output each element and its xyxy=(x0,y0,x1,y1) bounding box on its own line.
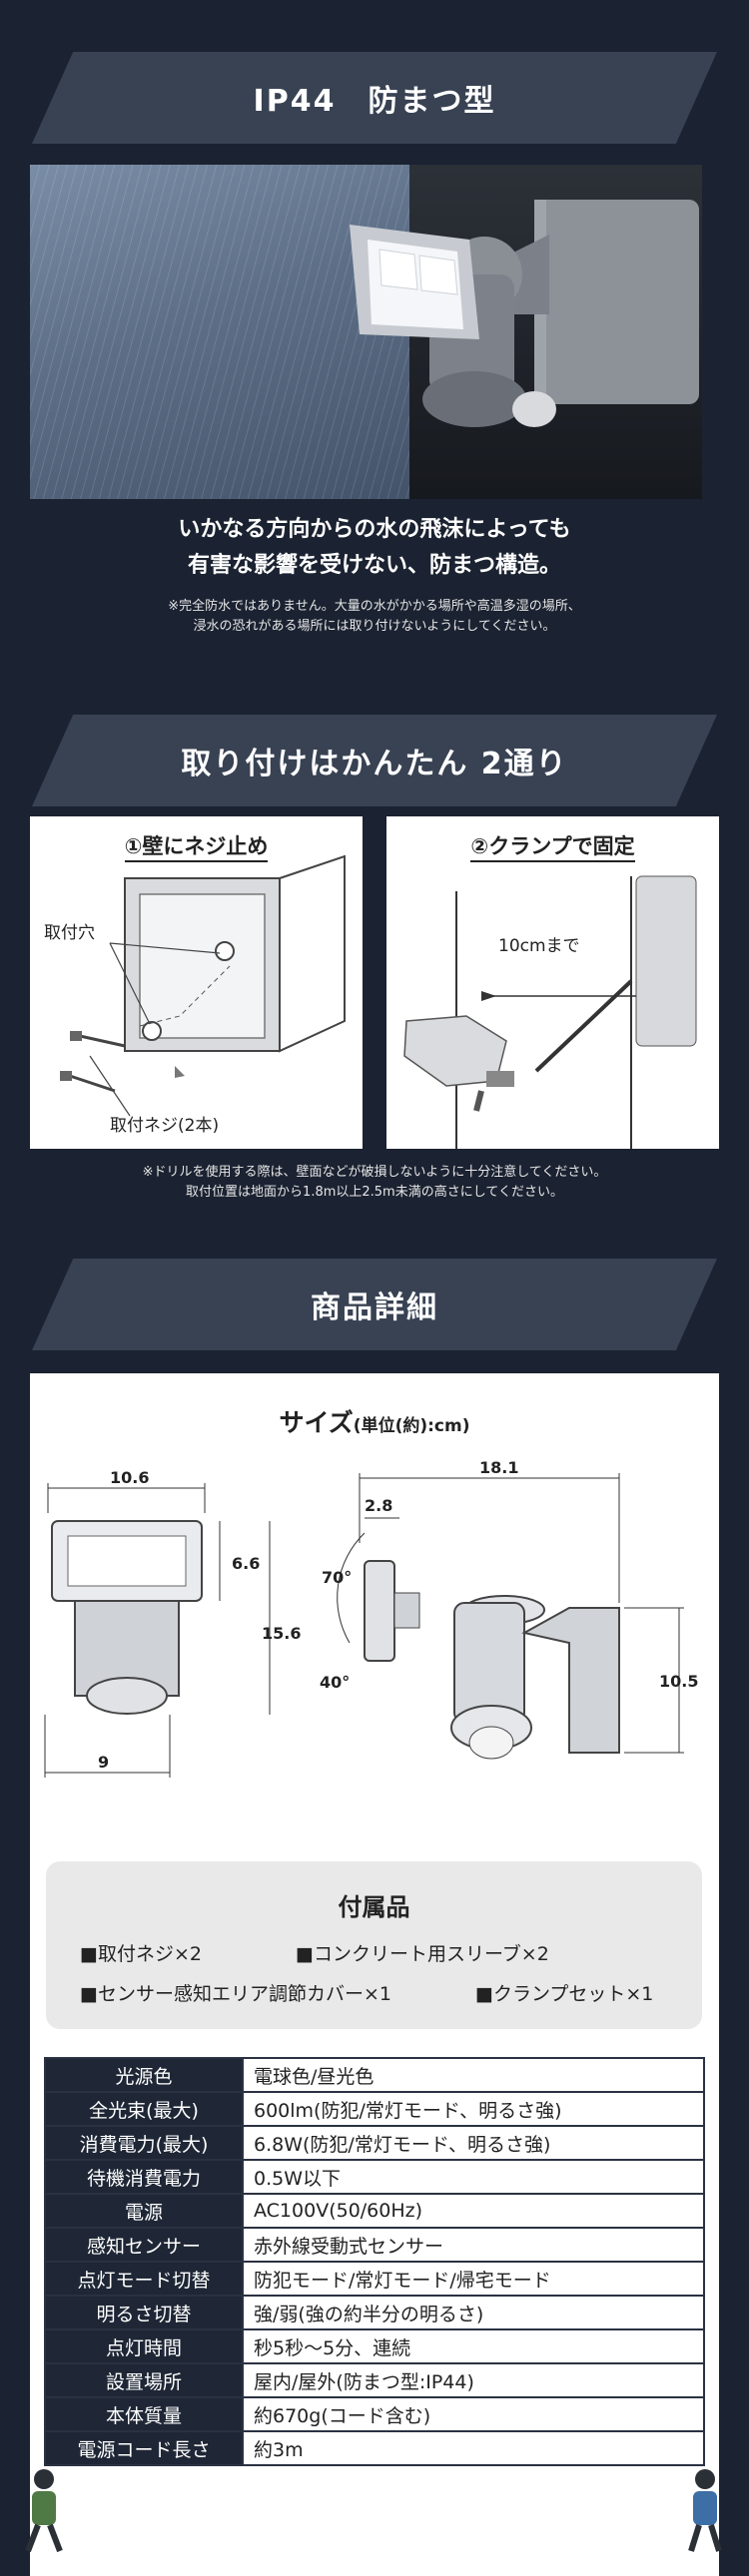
table-row: 明るさ切替強/弱(強の約半分の明るさ) xyxy=(44,2295,705,2330)
table-row: 本体質量約670g(コード含む) xyxy=(44,2396,705,2432)
rain-background xyxy=(30,165,409,499)
person-left-illustration xyxy=(25,2469,63,2553)
wall-screw-illustration xyxy=(60,854,346,1117)
spec-value: 秒5秒〜5分、連続 xyxy=(242,2328,705,2364)
method1-card: ①壁にネジ止め 取付穴 取付ネジ(2本) xyxy=(30,816,363,1149)
spec-key: 電源 xyxy=(44,2193,244,2229)
clamp-illustration xyxy=(403,875,697,1149)
dim-front-face-height: 6.6 xyxy=(232,1554,260,1573)
spec-value: 約670g(コード含む) xyxy=(242,2396,705,2432)
spec-table: 光源色電球色/昼光色 全光束(最大)600lm(防犯/常灯モード、明るさ強) 消… xyxy=(44,2057,705,2466)
spec-value: 0.5W以下 xyxy=(242,2159,705,2195)
method1-title: ①壁にネジ止め xyxy=(124,834,269,862)
spec-key: 電源コード長さ xyxy=(44,2430,244,2466)
dimension-diagram: 10.6 6.6 15.6 9 18.1 2.8 70° 40° 10.5 xyxy=(44,1458,698,1778)
install-note: ※ドリルを使用する際は、壁面などが破損しないように十分注意してください。 取付位… xyxy=(0,1163,749,1203)
dim-front-total-height: 15.6 xyxy=(262,1624,301,1643)
person-right-illustration xyxy=(688,2469,722,2552)
ip44-note: ※完全防水ではありません。大量の水がかかる場所や高温多湿の場所、 浸水の恐れがあ… xyxy=(0,597,749,637)
spec-value: 6.8W(防犯/常灯モード、明るさ強) xyxy=(242,2125,705,2161)
size-title: サイズ xyxy=(279,1408,354,1437)
waterproof-photo xyxy=(30,165,702,499)
lead-line-2: 有害な影響を受けない、防まつ構造。 xyxy=(187,553,561,578)
spec-key: 消費電力(最大) xyxy=(44,2125,244,2161)
table-row: 全光束(最大)600lm(防犯/常灯モード、明るさ強) xyxy=(44,2091,705,2127)
dim-side-face-depth: 2.8 xyxy=(365,1496,392,1515)
table-row: 点灯モード切替防犯モード/常灯モード/帰宅モード xyxy=(44,2261,705,2297)
spec-key: 設置場所 xyxy=(44,2362,244,2398)
spec-value: 約3m xyxy=(242,2430,705,2466)
method1-hole-label: 取付穴 xyxy=(44,923,95,943)
accessory-item: ■コンクリート用スリーブ×2 xyxy=(296,1943,549,1965)
note-line-1: ※完全防水ではありません。大量の水がかかる場所や高温多湿の場所、 xyxy=(168,599,581,614)
spec-value: AC100V(50/60Hz) xyxy=(242,2193,705,2229)
table-row: 感知センサー赤外線受動式センサー xyxy=(44,2227,705,2263)
spec-key: 待機消費電力 xyxy=(44,2159,244,2195)
banner-installation: 取り付けはかんたん 2通り xyxy=(32,715,717,806)
spec-value: 強/弱(強の約半分の明るさ) xyxy=(242,2295,705,2330)
banner-ip44: IP44 防まつ型 xyxy=(32,52,717,144)
banner-title: IP44 防まつ型 xyxy=(253,84,496,119)
table-row: 光源色電球色/昼光色 xyxy=(44,2057,705,2093)
dim-front-width: 10.6 xyxy=(110,1468,149,1487)
ip44-lead: いかなる方向からの水の飛沫によっても 有害な影響を受けない、防まつ構造。 xyxy=(0,512,749,584)
accessories-title: 付属品 xyxy=(338,1893,410,1921)
banner-title: 取り付けはかんたん 2通り xyxy=(181,747,568,781)
dim-angle-up: 70° xyxy=(322,1568,352,1587)
accessory-item: ■取付ネジ×2 xyxy=(80,1943,202,1965)
table-row: 電源コード長さ約3m xyxy=(44,2430,705,2466)
spec-value: 600lm(防犯/常灯モード、明るさ強) xyxy=(242,2091,705,2127)
table-row: 点灯時間秒5秒〜5分、連続 xyxy=(44,2328,705,2364)
spec-key: 光源色 xyxy=(44,2057,244,2093)
dim-side-depth: 18.1 xyxy=(479,1458,518,1477)
lead-line-1: いかなる方向からの水の飛沫によっても xyxy=(178,517,571,542)
size-unit: (単位(約):cm) xyxy=(353,1416,470,1436)
spec-key: 点灯モード切替 xyxy=(44,2261,244,2297)
accessory-item: ■クランプセット×1 xyxy=(475,1983,654,2005)
accessory-item: ■センサー感知エリア調節カバー×1 xyxy=(80,1983,391,2005)
size-heading: サイズ(単位(約):cm) xyxy=(30,1403,719,1439)
table-row: 消費電力(最大)6.8W(防犯/常灯モード、明るさ強) xyxy=(44,2125,705,2161)
spec-key: 本体質量 xyxy=(44,2396,244,2432)
dim-angle-down: 40° xyxy=(320,1673,350,1692)
banner-title: 商品詳細 xyxy=(311,1290,438,1325)
dim-front-bottom-width: 9 xyxy=(98,1753,109,1772)
spec-key: 感知センサー xyxy=(44,2227,244,2263)
dim-side-height: 10.5 xyxy=(659,1672,698,1691)
light-product-illustration xyxy=(350,200,699,427)
spec-value: 屋内/屋外(防まつ型:IP44) xyxy=(242,2362,705,2398)
spec-value: 電球色/昼光色 xyxy=(242,2057,705,2093)
spec-key: 点灯時間 xyxy=(44,2328,244,2364)
method2-clamp-label: 10cmまで xyxy=(498,936,580,956)
install-note-line-1: ※ドリルを使用する際は、壁面などが破損しないように十分注意してください。 xyxy=(142,1165,607,1180)
install-note-line-2: 取付位置は地面から1.8m以上2.5m未満の高さにしてください。 xyxy=(186,1185,563,1200)
method2-card: ②クランプで固定 10cmまで xyxy=(386,816,719,1149)
note-line-2: 浸水の恐れがある場所には取り付けないようにしてください。 xyxy=(193,619,556,634)
table-row: 設置場所屋内/屋外(防まつ型:IP44) xyxy=(44,2362,705,2398)
spec-key: 全光束(最大) xyxy=(44,2091,244,2127)
spec-value: 赤外線受動式センサー xyxy=(242,2227,705,2263)
banner-details: 商品詳細 xyxy=(32,1259,717,1350)
method1-screw-label: 取付ネジ(2本) xyxy=(110,1116,220,1136)
spec-value: 防犯モード/常灯モード/帰宅モード xyxy=(242,2261,705,2297)
spec-key: 明るさ切替 xyxy=(44,2295,244,2330)
method2-title: ②クランプで固定 xyxy=(470,834,635,862)
accessories-panel: 付属品 ■取付ネジ×2 ■コンクリート用スリーブ×2 ■センサー感知エリア調節カ… xyxy=(46,1861,702,2029)
